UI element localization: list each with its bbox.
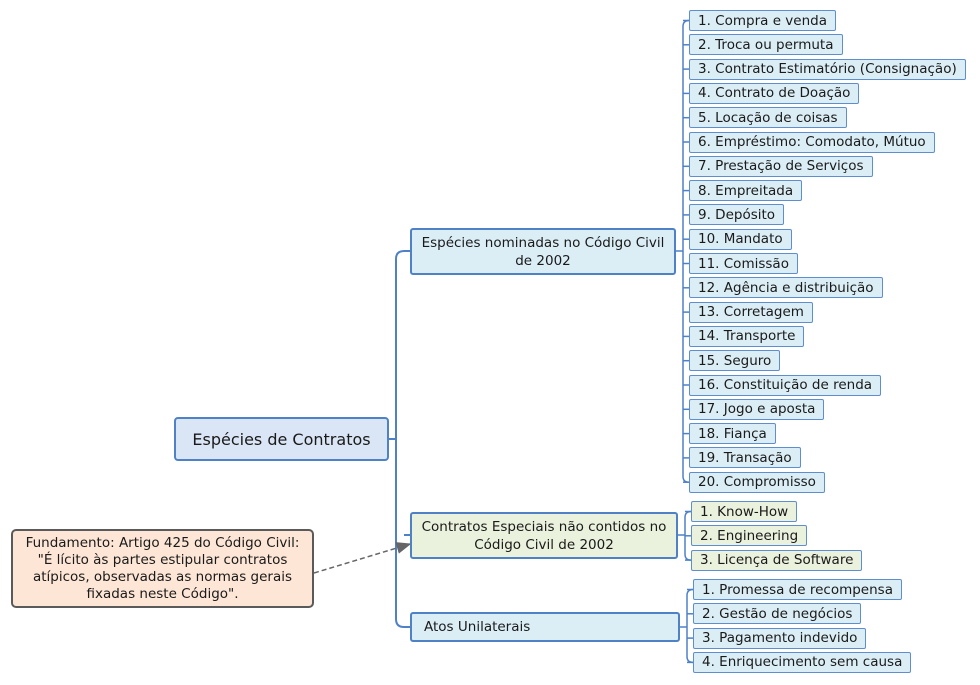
root-label: Espécies de Contratos bbox=[192, 429, 371, 449]
leaf-item[interactable]: 14. Transporte bbox=[689, 325, 805, 347]
leaf-item[interactable]: 19. Transação bbox=[689, 447, 801, 469]
branch-contratos-especiais[interactable]: Contratos Especiais não contidos no Códi… bbox=[410, 512, 678, 559]
trunk-line bbox=[395, 250, 405, 628]
leaf-item[interactable]: 13. Corretagem bbox=[689, 301, 813, 323]
leaf-item[interactable]: 3. Contrato Estimatório (Consignação) bbox=[689, 58, 966, 80]
leaf-item[interactable]: 10. Mandato bbox=[689, 228, 792, 250]
leaf-item[interactable]: 3. Licença de Software bbox=[691, 549, 863, 571]
leaf-item[interactable]: 12. Agência e distribuição bbox=[689, 277, 883, 299]
leaf-spine bbox=[686, 588, 694, 664]
leaf-item[interactable]: 4. Enriquecimento sem causa bbox=[693, 651, 912, 673]
leaf-item[interactable]: 4. Contrato de Doação bbox=[689, 82, 860, 104]
leaf-item[interactable]: 6. Empréstimo: Comodato, Mútuo bbox=[689, 131, 935, 153]
branch-label: Atos Unilaterais bbox=[424, 619, 531, 635]
leaf-item[interactable]: 20. Compromisso bbox=[689, 471, 825, 493]
leaf-item[interactable]: 3. Pagamento indevido bbox=[693, 627, 867, 649]
branch-label: Contratos Especiais não contidos no Códi… bbox=[421, 518, 667, 553]
branch-especies-nominadas[interactable]: Espécies nominadas no Código Civil de 20… bbox=[410, 228, 676, 275]
leaf-item[interactable]: 1. Compra e venda bbox=[689, 10, 836, 31]
leaf-item[interactable]: 5. Locação de coisas bbox=[689, 107, 847, 129]
note-arrow bbox=[313, 542, 412, 574]
leaf-item[interactable]: 18. Fiança bbox=[689, 423, 776, 445]
leaf-item[interactable]: 7. Prestação de Serviços bbox=[689, 155, 873, 177]
leaf-item[interactable]: 15. Seguro bbox=[689, 350, 781, 372]
leaf-item[interactable]: 17. Jogo e aposta bbox=[689, 398, 825, 420]
branch-label: Espécies nominadas no Código Civil de 20… bbox=[421, 234, 665, 269]
leaf-item[interactable]: 16. Constituição de renda bbox=[689, 374, 882, 396]
root-node[interactable]: Espécies de Contratos bbox=[174, 417, 389, 461]
note-text: Fundamento: Artigo 425 do Código Civil: … bbox=[25, 534, 300, 602]
leaf-item[interactable]: 2. Gestão de negócios bbox=[693, 603, 862, 625]
leaf-item[interactable]: 1. Promessa de recompensa bbox=[693, 579, 902, 600]
branch-atos-unilaterais[interactable]: Atos Unilaterais bbox=[410, 612, 680, 642]
leaf-item[interactable]: 9. Depósito bbox=[689, 204, 785, 226]
leaf-item[interactable]: 8. Empreitada bbox=[689, 180, 803, 202]
leaf-item[interactable]: 2. Engineering bbox=[691, 525, 808, 547]
note-fundamento[interactable]: Fundamento: Artigo 425 do Código Civil: … bbox=[11, 529, 314, 608]
leaf-item[interactable]: 2. Troca ou permuta bbox=[689, 34, 843, 56]
leaf-item[interactable]: 11. Comissão bbox=[689, 253, 798, 274]
leaf-item[interactable]: 1. Know-How bbox=[691, 501, 798, 522]
